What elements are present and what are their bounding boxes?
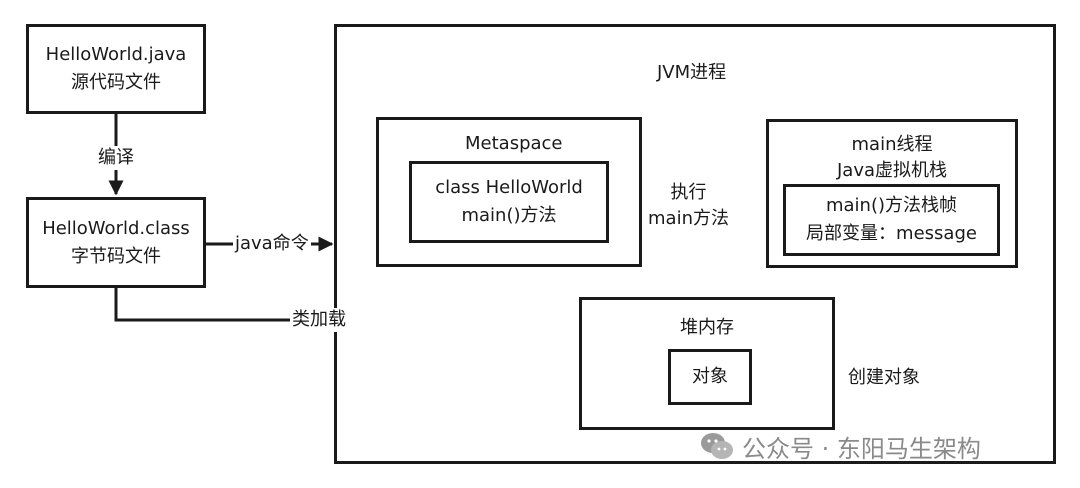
stack-frame-title: main()方法栈帧	[825, 195, 958, 216]
compile-label: 编译	[96, 146, 136, 170]
stack-frame-node: main()方法栈帧 局部变量：message	[783, 184, 1000, 256]
execute-label-line2: main方法	[648, 208, 729, 229]
class-info-name: class HelloWorld	[435, 177, 583, 198]
create-object-label: 创建对象	[846, 366, 922, 390]
heap-title: 堆内存	[680, 317, 734, 338]
class-info-node: class HelloWorld main()方法	[409, 161, 609, 243]
object-label: 对象	[692, 366, 728, 387]
wechat-icon	[701, 433, 733, 459]
class-file-name: HelloWorld.class	[42, 217, 190, 239]
execute-label: 执行 main方法	[646, 180, 731, 232]
class-file-node: HelloWorld.class 字节码文件	[26, 197, 206, 288]
main-thread-title: main线程 Java虚拟机栈	[769, 132, 1015, 184]
watermark-text: 公众号 · 东阳马生架构	[742, 434, 981, 463]
class-info-method: main()方法	[461, 205, 557, 226]
execute-label-line1: 执行	[670, 182, 707, 203]
main-thread-title-line2: Java虚拟机栈	[836, 160, 948, 181]
class-file-desc: 字节码文件	[71, 245, 161, 267]
java-command-label: java命令	[233, 232, 311, 256]
jvm-title: JVM进程	[657, 62, 727, 83]
metaspace-title: Metaspace	[465, 133, 563, 154]
source-file-desc: 源代码文件	[71, 72, 161, 93]
main-thread-title-line1: main线程	[851, 134, 933, 155]
stack-frame-local-var: 局部变量：message	[806, 223, 977, 244]
source-file-node: HelloWorld.java 源代码文件	[26, 24, 206, 114]
class-loading-label: 类加载	[290, 308, 348, 332]
watermark: 公众号 · 东阳马生架构	[700, 426, 981, 466]
object-node: 对象	[668, 349, 752, 405]
source-file-name: HelloWorld.java	[45, 44, 187, 65]
